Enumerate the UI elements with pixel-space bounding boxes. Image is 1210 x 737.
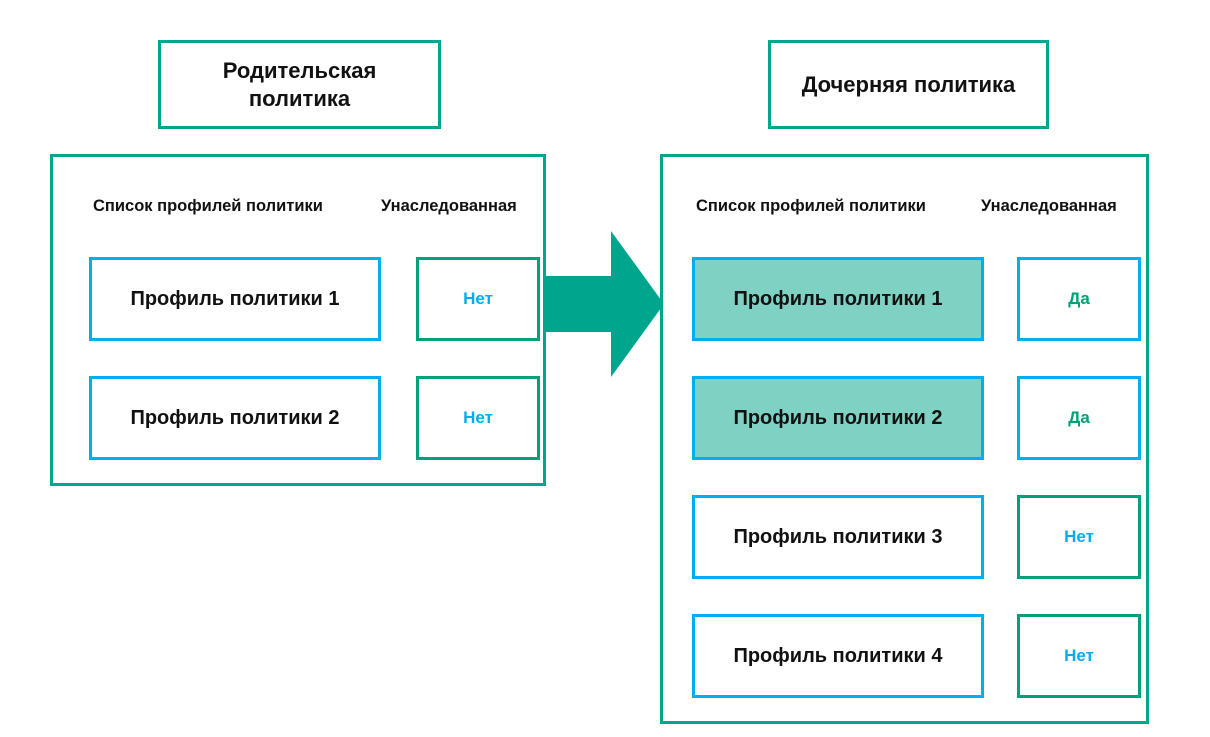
child-profile-rows: Профиль политики 1 Да Профиль политики 2… xyxy=(692,257,1141,698)
child-profile-box-2[interactable]: Профиль политики 2 xyxy=(692,376,984,460)
table-row: Профиль политики 2 Да xyxy=(692,376,1141,460)
table-row: Профиль политики 1 Да xyxy=(692,257,1141,341)
table-row: Профиль политики 4 Нет xyxy=(692,614,1141,698)
child-inherited-value-1: Да xyxy=(1068,289,1090,308)
child-policy-panel: Список профилей политики Унаследованная … xyxy=(660,154,1149,724)
child-profile-label-1: Профиль политики 1 xyxy=(733,287,943,310)
parent-profile-label-1: Профиль политики 1 xyxy=(130,287,340,310)
child-inherited-value-2: Да xyxy=(1068,408,1090,427)
parent-header-inherited: Унаследованная xyxy=(381,197,517,215)
child-inherited-value-3: Нет xyxy=(1064,527,1094,546)
parent-header-profile-list: Список профилей политики xyxy=(93,197,323,215)
parent-policy-title-box: Родительская политика xyxy=(158,40,441,129)
child-profile-box-3[interactable]: Профиль политики 3 xyxy=(692,495,984,579)
child-profile-box-1[interactable]: Профиль политики 1 xyxy=(692,257,984,341)
parent-inherited-value-2: Нет xyxy=(463,408,493,427)
parent-inherited-value-1: Нет xyxy=(463,289,493,308)
child-inherited-status-2: Да xyxy=(1017,376,1141,460)
child-policy-title-box: Дочерняя политика xyxy=(768,40,1049,129)
child-profile-label-4: Профиль политики 4 xyxy=(733,644,943,667)
child-header-inherited: Унаследованная xyxy=(981,197,1117,215)
table-row: Профиль политики 3 Нет xyxy=(692,495,1141,579)
parent-inherited-status-2: Нет xyxy=(416,376,540,460)
parent-column-headers: Список профилей политики Унаследованная xyxy=(93,197,517,216)
parent-policy-panel: Список профилей политики Унаследованная … xyxy=(50,154,546,486)
table-row: Профиль политики 2 Нет xyxy=(89,376,540,460)
child-inherited-value-4: Нет xyxy=(1064,646,1094,665)
parent-profile-box-2[interactable]: Профиль политики 2 xyxy=(89,376,381,460)
child-policy-title: Дочерняя политика xyxy=(801,71,1016,97)
child-inherited-status-1: Да xyxy=(1017,257,1141,341)
parent-profile-label-2: Профиль политики 2 xyxy=(130,406,340,429)
child-header-profile-list: Список профилей политики xyxy=(696,197,926,215)
parent-profile-rows: Профиль политики 1 Нет Профиль политики … xyxy=(89,257,540,460)
arrow-right-icon xyxy=(543,231,664,377)
child-inherited-status-4: Нет xyxy=(1017,614,1141,698)
parent-policy-title: Родительская политика xyxy=(222,58,377,111)
child-profile-box-4[interactable]: Профиль политики 4 xyxy=(692,614,984,698)
parent-inherited-status-1: Нет xyxy=(416,257,540,341)
child-profile-label-3: Профиль политики 3 xyxy=(733,525,943,548)
child-profile-label-2: Профиль политики 2 xyxy=(733,406,943,429)
parent-profile-box-1[interactable]: Профиль политики 1 xyxy=(89,257,381,341)
child-column-headers: Список профилей политики Унаследованная xyxy=(696,197,1117,216)
child-inherited-status-3: Нет xyxy=(1017,495,1141,579)
table-row: Профиль политики 1 Нет xyxy=(89,257,540,341)
